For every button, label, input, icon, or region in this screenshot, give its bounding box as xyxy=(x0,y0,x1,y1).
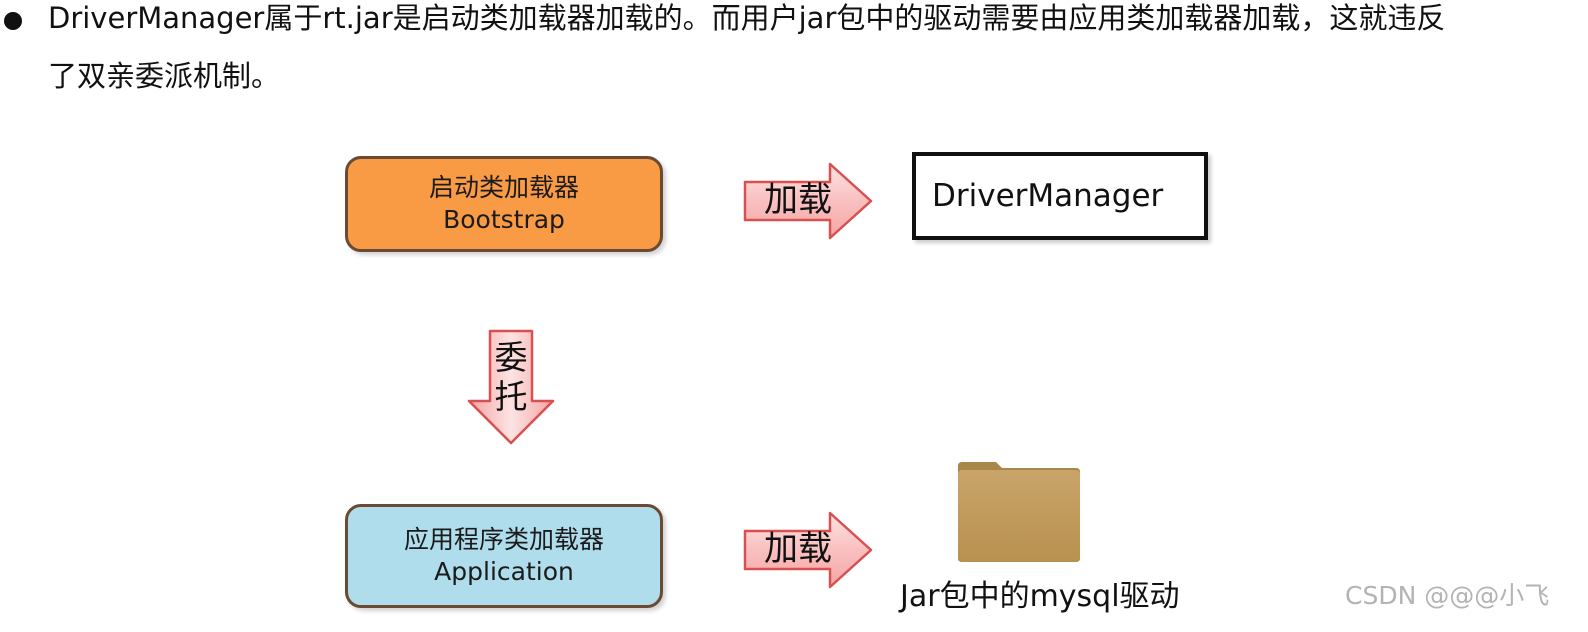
application-node-subtitle: Application xyxy=(434,557,574,586)
delegate-label-char-2: 托 xyxy=(494,376,528,416)
bullet-text-line-1: DriverManager属于rt.jar是启动类加载器加载的。而用户jar包中… xyxy=(48,1,1446,35)
watermark: CSDN @@@小飞 xyxy=(1345,581,1550,610)
delegate-arrow-label: 委 托 xyxy=(494,338,528,417)
application-node-title: 应用程序类加载器 xyxy=(403,524,604,554)
bullet-dot xyxy=(4,12,22,30)
bootstrap-node-subtitle: Bootstrap xyxy=(443,205,565,234)
down-arrow-icon xyxy=(467,329,555,445)
load-arrow-top: 加载 xyxy=(742,162,874,240)
right-arrow-icon xyxy=(743,162,873,240)
right-arrow-icon xyxy=(743,511,873,589)
jar-driver-caption: Jar包中的mysql驱动 xyxy=(900,579,1180,614)
driver-manager-label: DriverManager xyxy=(932,178,1164,214)
load-arrow-top-label: 加载 xyxy=(764,180,832,220)
bullet-text-line-2: 了双亲委派机制。 xyxy=(48,59,281,93)
driver-manager-box: DriverManager xyxy=(912,152,1208,240)
delegate-arrow: 委 托 xyxy=(466,329,556,445)
application-classloader-node: 应用程序类加载器 Application xyxy=(345,504,663,608)
bootstrap-node-title: 启动类加载器 xyxy=(428,172,579,202)
load-arrow-bottom: 加载 xyxy=(742,511,874,589)
folder-icon xyxy=(956,460,1082,564)
load-arrow-bottom-label: 加载 xyxy=(764,529,832,569)
bootstrap-classloader-node: 启动类加载器 Bootstrap xyxy=(345,156,663,252)
delegate-label-char-1: 委 xyxy=(494,338,528,377)
